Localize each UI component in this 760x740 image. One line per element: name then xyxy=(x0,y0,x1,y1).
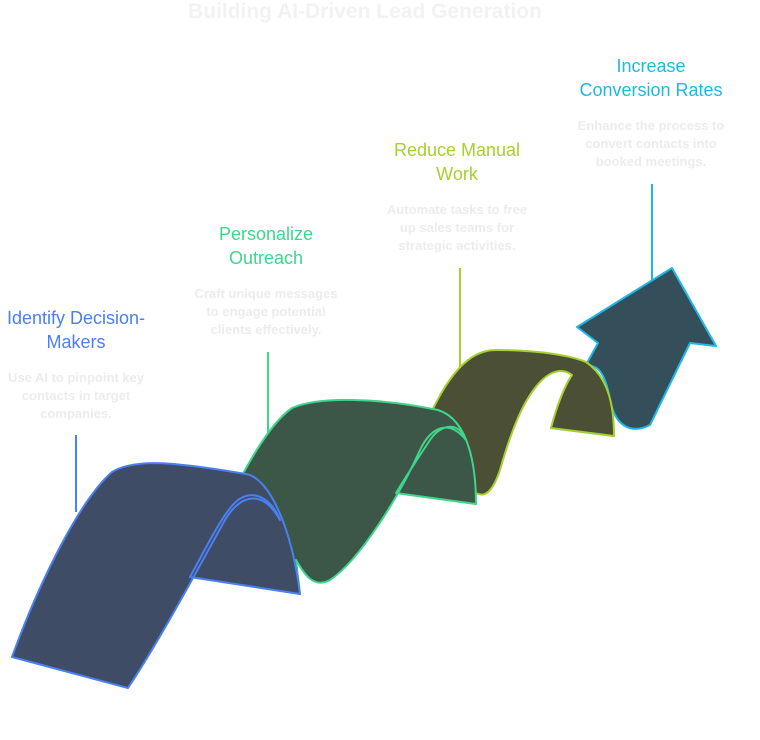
step1-desc-line3: companies. xyxy=(40,406,112,421)
step1-ribbon-segment xyxy=(11,462,301,689)
step4-title-line1: Increase xyxy=(616,56,686,76)
step4-desc-line3: booked meetings. xyxy=(595,154,707,169)
step3-title: Reduce Manual Work xyxy=(357,138,557,186)
step3-desc-line1: Automate tasks to free xyxy=(386,202,528,217)
step2-desc-line3: clients effectively. xyxy=(210,322,322,337)
step1-title-line2: Makers xyxy=(46,332,106,352)
step2-desc-line1: Craft unique messages xyxy=(194,286,338,301)
step3-title-line1: Reduce Manual xyxy=(393,140,521,160)
step4-desc-line2: convert contacts into xyxy=(585,136,717,151)
step2-title: Personalize Outreach xyxy=(166,222,366,270)
step4-title-line2: Conversion Rates xyxy=(579,80,723,100)
step2-desc-line2: to engage potential xyxy=(206,304,326,319)
step1-desc-line2: contacts in target xyxy=(21,388,131,403)
step4-desc-line1: Enhance the process to xyxy=(577,118,725,133)
step1-title-line1: Identify Decision- xyxy=(6,308,146,328)
step3-desc-line3: strategic activities. xyxy=(398,238,516,253)
step1-desc-line1: Use AI to pinpoint key xyxy=(7,370,145,385)
step3-title-line2: Work xyxy=(436,164,478,184)
step2-title-line2: Outreach xyxy=(228,248,304,268)
step2-description: Craft unique messages to engage potentia… xyxy=(166,285,366,339)
step3-desc-line2: up sales teams for xyxy=(399,220,515,235)
step3-description: Automate tasks to free up sales teams fo… xyxy=(357,201,557,255)
step1-description: Use AI to pinpoint key contacts in targe… xyxy=(0,369,176,423)
step2-title-line1: Personalize xyxy=(218,224,314,244)
step1-title: Identify Decision- Makers xyxy=(0,306,176,354)
step4-title: Increase Conversion Rates xyxy=(551,54,751,102)
step4-description: Enhance the process to convert contacts … xyxy=(551,117,751,171)
diagram-title: Building AI-Driven Lead Generation xyxy=(188,0,542,23)
